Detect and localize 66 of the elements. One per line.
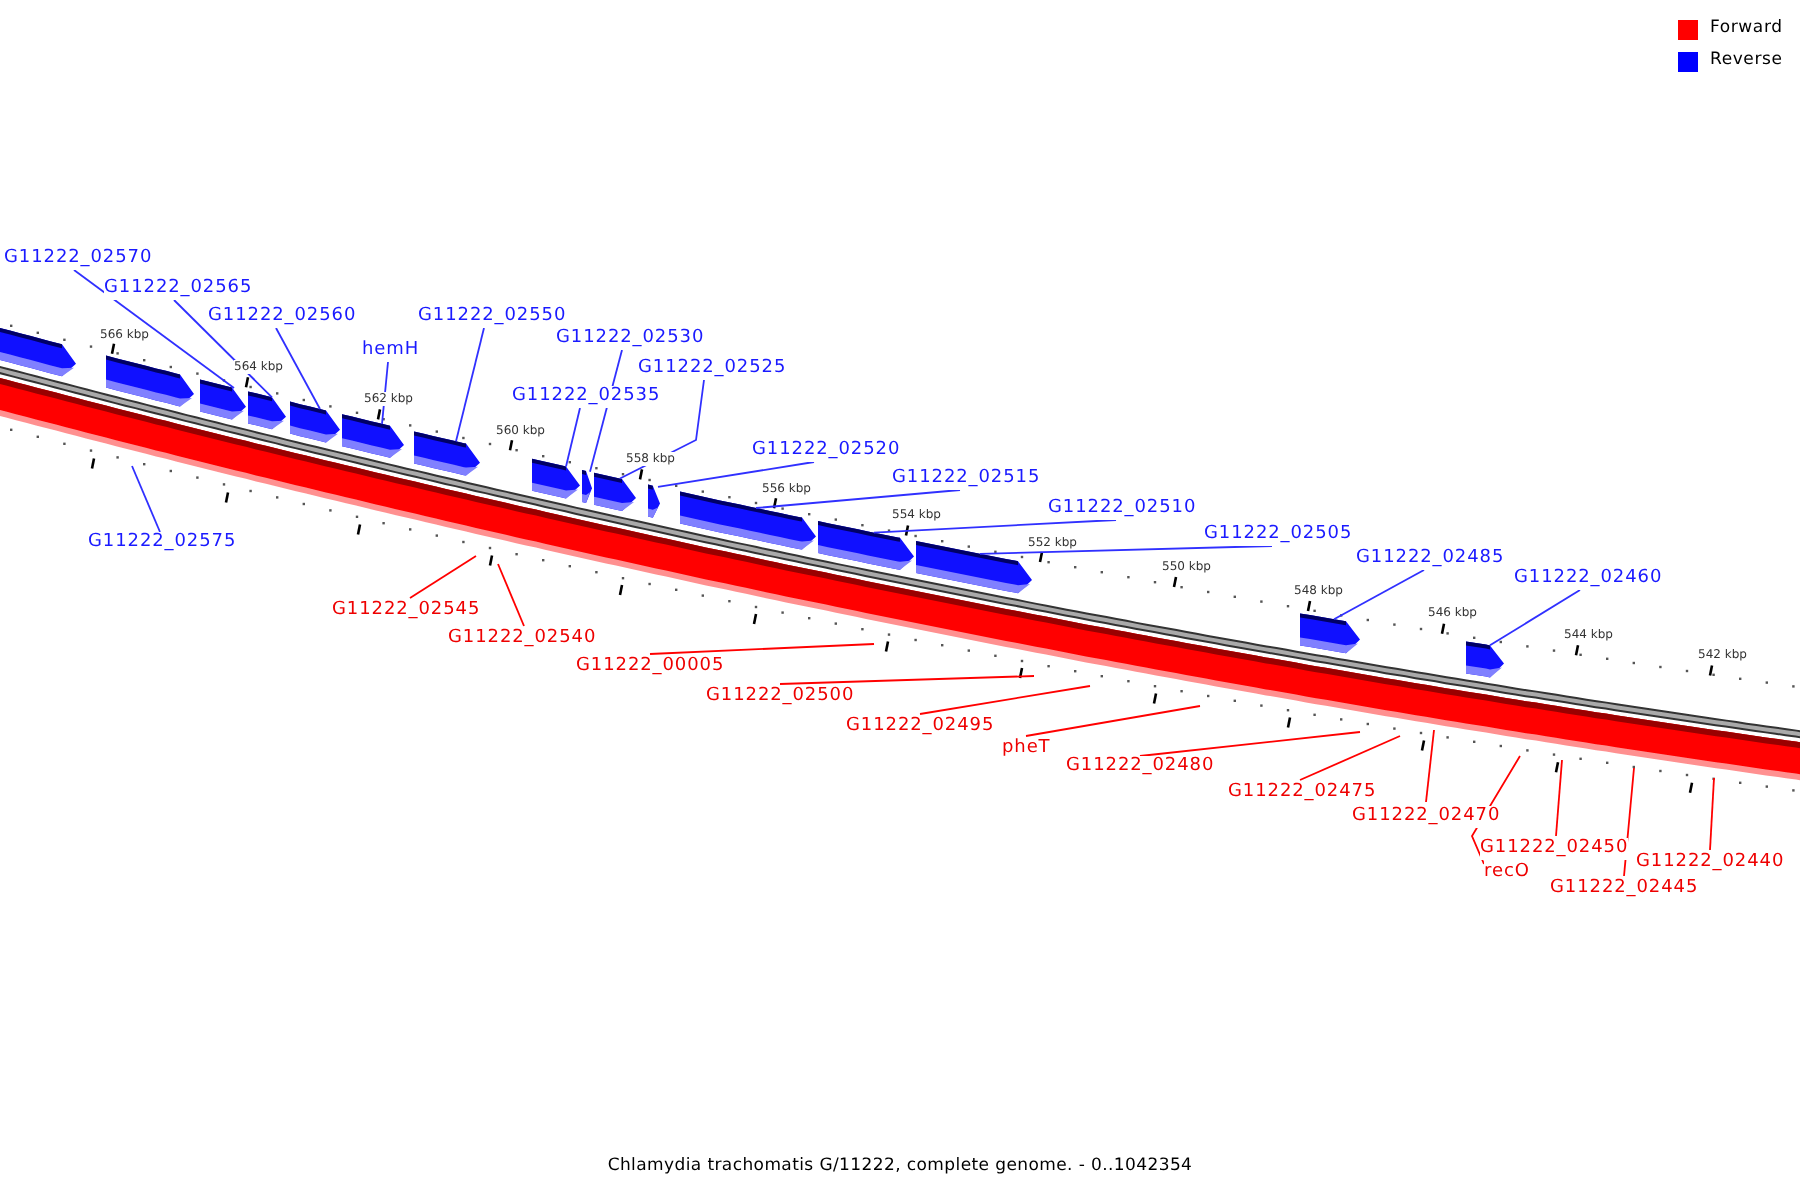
gene-bar <box>248 391 286 430</box>
gene-label: G11222_02540 <box>448 628 597 650</box>
gene-label: G11222_00005 <box>576 656 725 678</box>
gene-bar <box>648 484 660 518</box>
leader-line <box>73 269 235 389</box>
leader-line <box>657 461 815 488</box>
gene-label: G11222_02480 <box>1066 756 1215 778</box>
leader-line <box>1299 735 1401 781</box>
gene-bar <box>290 401 340 443</box>
legend-label: Reverse <box>1710 50 1783 72</box>
gene-bar <box>342 414 404 458</box>
gene-bar <box>680 491 816 550</box>
gene-bar <box>916 541 1032 594</box>
gene-label: G11222_02460 <box>1514 568 1663 590</box>
gene-label: G11222_02485 <box>1356 548 1505 570</box>
leader-line <box>1025 705 1201 737</box>
gene-label: pheT <box>1002 738 1051 760</box>
gene-label: G11222_02500 <box>706 686 855 708</box>
leader-line <box>497 563 525 627</box>
gene-label: G11222_02525 <box>638 358 787 380</box>
leader-line <box>1489 589 1581 647</box>
leader-line <box>1333 569 1425 621</box>
gene-label: G11222_02450 <box>1480 838 1629 860</box>
leader-line <box>755 489 961 509</box>
gene-label: G11222_02545 <box>332 600 481 622</box>
gene-bar <box>1466 641 1504 678</box>
legend-label: Forward <box>1710 18 1783 40</box>
gene-label: G11222_02440 <box>1636 852 1785 874</box>
caption: Chlamydia trachomatis G/11222, complete genome. - 0..1042354 <box>605 1156 1195 1178</box>
leader-line <box>1555 759 1563 837</box>
gene-label: G11222_02445 <box>1550 878 1699 900</box>
gene-label: G11222_02565 <box>104 278 253 300</box>
leader-line <box>919 685 1091 715</box>
gene-label: G11222_02550 <box>418 306 567 328</box>
gene-label: G11222_02570 <box>4 248 153 270</box>
gene-bar <box>582 470 592 503</box>
gene-label: G11222_02560 <box>208 306 357 328</box>
gene-bar <box>106 355 194 407</box>
gene-label: G11222_02515 <box>892 468 1041 490</box>
leader-line <box>131 465 161 533</box>
gene-label: G11222_02475 <box>1228 782 1377 804</box>
leader-line <box>565 407 581 468</box>
leader-line <box>173 299 273 399</box>
leader-line <box>1709 777 1715 851</box>
leader-line <box>275 327 321 410</box>
gene-bar <box>1300 613 1360 654</box>
leader-line <box>409 555 477 599</box>
gene-bar <box>818 521 914 570</box>
leader-line <box>979 545 1273 555</box>
gene-label: G11222_02505 <box>1204 524 1353 546</box>
gene-label: G11222_02510 <box>1048 498 1197 520</box>
leader-line <box>873 519 1117 534</box>
gene-label: G11222_02470 <box>1352 806 1501 828</box>
gene-label: G11222_02495 <box>846 716 995 738</box>
gene-label: G11222_02535 <box>512 386 661 408</box>
leader-line <box>455 327 485 443</box>
gene-label: G11222_02530 <box>556 328 705 350</box>
gene-bar <box>0 328 76 377</box>
gene-label: G11222_02520 <box>752 440 901 462</box>
leader-line <box>779 675 1035 685</box>
gene-bar <box>200 379 246 420</box>
gene-label: G11222_02575 <box>88 532 237 554</box>
leader-line <box>1425 729 1435 803</box>
leader-line <box>649 643 875 655</box>
gene-bar <box>414 431 480 476</box>
leader-line <box>1139 731 1361 757</box>
